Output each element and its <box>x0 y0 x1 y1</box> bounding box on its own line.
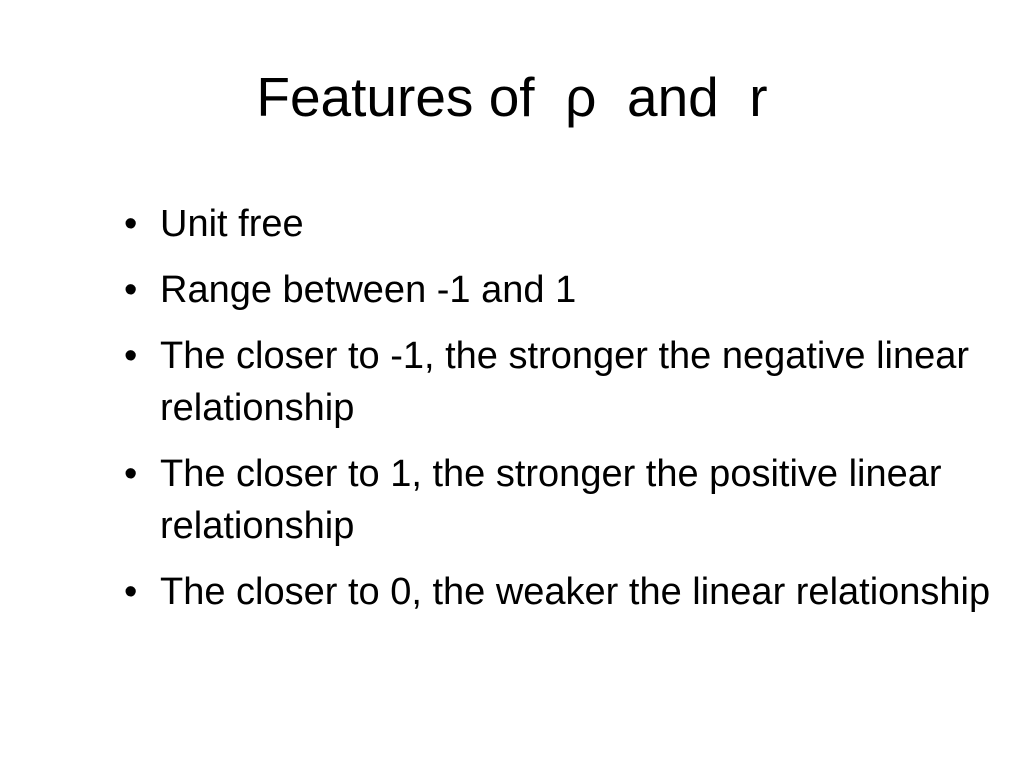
bullet-item: • Unit free <box>122 198 1002 250</box>
slide-title: Features of ρ and r <box>256 66 768 128</box>
bullet-text: Unit free <box>160 203 304 245</box>
bullet-list: • Unit free • Range between -1 and 1 • T… <box>122 198 1002 632</box>
bullet-text: The closer to 1, the stronger the positi… <box>160 453 942 547</box>
bullet-item: • The closer to 0, the weaker the linear… <box>122 566 1002 618</box>
bullet-icon: • <box>124 203 138 245</box>
bullet-icon: • <box>124 453 138 495</box>
bullet-icon: • <box>124 571 138 613</box>
bullet-text: The closer to 0, the weaker the linear r… <box>160 571 991 613</box>
bullet-item: • The closer to 1, the stronger the posi… <box>122 448 1002 552</box>
bullet-text: Range between -1 and 1 <box>160 269 577 311</box>
bullet-item: • The closer to -1, the stronger the neg… <box>122 330 1002 434</box>
bullet-text: The closer to -1, the stronger the negat… <box>160 335 970 429</box>
bullet-item: • Range between -1 and 1 <box>122 264 1002 316</box>
bullet-icon: • <box>124 269 138 311</box>
bullet-icon: • <box>124 335 138 377</box>
